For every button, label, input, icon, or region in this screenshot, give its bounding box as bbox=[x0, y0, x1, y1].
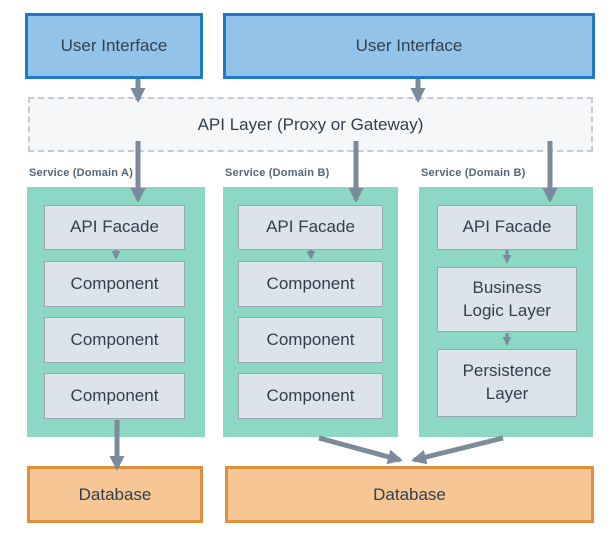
service-b1-component-1: Component bbox=[238, 261, 383, 307]
service-a-component-2: Component bbox=[44, 317, 185, 363]
database-box-left: Database bbox=[27, 466, 203, 523]
service-b1-component-3: Component bbox=[238, 373, 383, 419]
service-a-component-1: Component bbox=[44, 261, 185, 307]
user-interface-box-right: User Interface bbox=[223, 13, 595, 79]
api-layer-box: API Layer (Proxy or Gateway) bbox=[28, 97, 593, 152]
arrow-service-b2-to-database-right bbox=[411, 435, 504, 465]
service-domain-b1-label: Service (Domain B) bbox=[225, 167, 330, 179]
service-b2-api-facade: API Facade bbox=[437, 205, 577, 250]
service-b1-component-2: Component bbox=[238, 317, 383, 363]
service-a-component-3: Component bbox=[44, 373, 185, 419]
service-domain-b2-label: Service (Domain B) bbox=[421, 167, 526, 179]
service-b1-api-facade: API Facade bbox=[238, 205, 383, 250]
arrow-service-b1-to-database-right bbox=[318, 435, 403, 465]
user-interface-box-left: User Interface bbox=[25, 13, 203, 79]
service-b2-persistence-layer: Persistence Layer bbox=[437, 349, 577, 417]
service-b2-business-logic-layer: Business Logic Layer bbox=[437, 267, 577, 332]
service-a-api-facade: API Facade bbox=[44, 205, 185, 250]
service-domain-a-label: Service (Domain A) bbox=[29, 167, 134, 179]
database-box-right: Database bbox=[225, 466, 594, 523]
